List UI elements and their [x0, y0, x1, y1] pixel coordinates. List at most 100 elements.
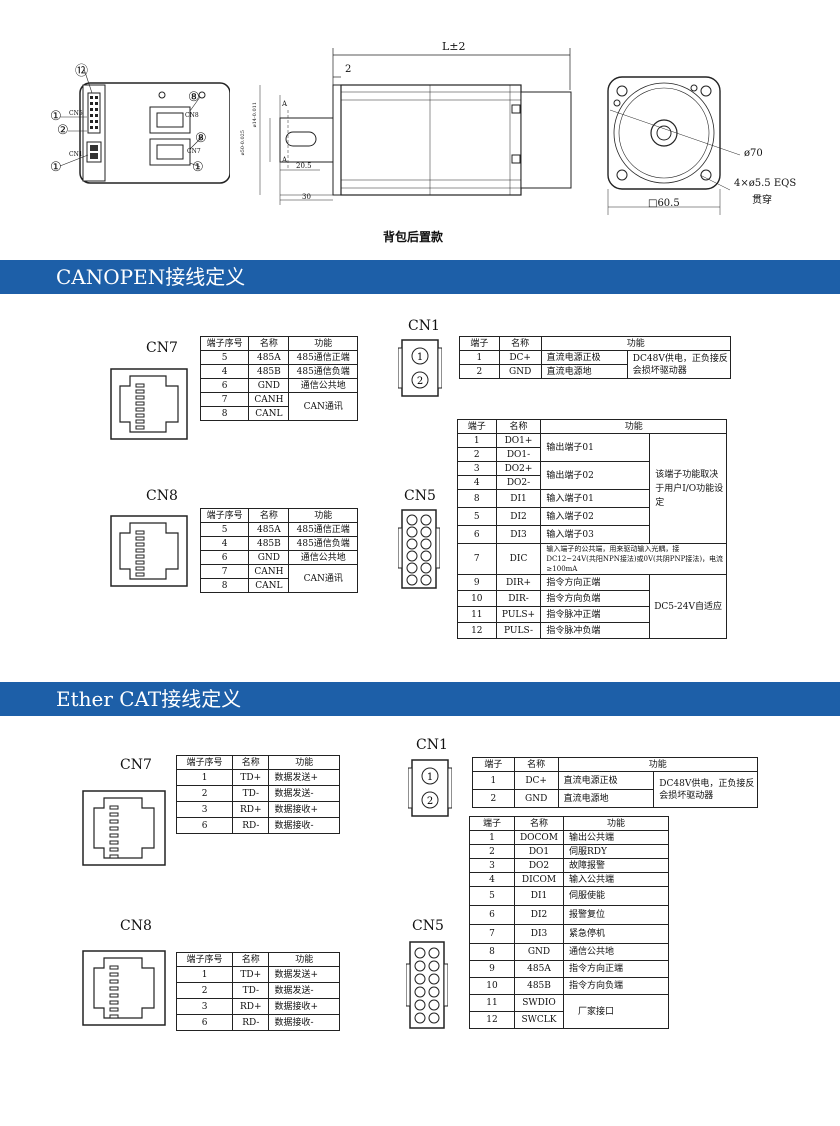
cell: 11 [457, 606, 497, 623]
cell: 485A [514, 960, 564, 978]
callout-8-a: ⑧ [188, 90, 200, 105]
cell: 通信公共地 [288, 550, 358, 565]
dim-A-bottom: A [282, 156, 288, 164]
cell: 4 [457, 475, 497, 490]
cell: 485B [248, 536, 290, 551]
power-connector-icon: 1 2 [408, 759, 452, 817]
cell: 紧急停机 [563, 924, 669, 944]
cell: 485通信负端 [288, 364, 358, 379]
cell: 1 [457, 433, 497, 448]
cell: 指令方向正端 [563, 960, 669, 978]
cell: 该端子功能取决于用户I/O功能设定 [649, 433, 727, 544]
cell: 输入端子01 [540, 489, 651, 508]
cn7-label-canopen: CN7 [146, 340, 178, 356]
svg-text:2: 2 [427, 796, 433, 807]
cell: DC+ [498, 350, 542, 365]
cell: 2 [472, 789, 515, 808]
label-cn5: CN5 [69, 110, 83, 117]
cell: SWCLK [514, 1011, 564, 1029]
cell: 8 [199, 578, 250, 593]
table-header: 端子序号 [199, 508, 250, 523]
table-header: 功能 [557, 757, 759, 772]
dim-through: 贯穿 [752, 195, 772, 206]
cell: 输出公共端 [563, 830, 669, 845]
cell: DO2 [514, 858, 564, 873]
cn1-label-ethercat: CN1 [416, 737, 448, 753]
cell: 伺服RDY [563, 844, 669, 859]
cell: DO2+ [495, 461, 542, 476]
cell: DI1 [514, 886, 564, 906]
io-connector-icon [398, 509, 440, 589]
cell: 指令方向负端 [563, 977, 669, 995]
cell: 5 [469, 886, 515, 906]
cell: 通信公共地 [288, 378, 358, 393]
cell: 9 [469, 960, 515, 978]
cell: CANL [248, 406, 290, 421]
cell: 输入公共端 [563, 872, 669, 887]
cell: 直流电源地 [540, 364, 628, 379]
cell: 8 [457, 489, 497, 508]
rj45-port-icon [110, 515, 188, 587]
cell: 1 [175, 769, 234, 786]
cell: 485B [514, 977, 564, 995]
table-header: 功能 [563, 816, 669, 831]
cell: 数据接收+ [268, 998, 340, 1015]
cell: 6 [199, 378, 250, 393]
cn5-label-canopen: CN5 [404, 488, 436, 504]
cell: 数据发送+ [268, 966, 340, 983]
cell: 12 [457, 622, 497, 639]
table-header: 端子 [457, 419, 497, 434]
cell: DO2- [495, 475, 542, 490]
dim-20-5: 20.5 [296, 162, 312, 170]
section-title-ethercat: Ether CAT接线定义 [0, 682, 840, 716]
table-header: 端子 [459, 336, 500, 351]
cell: PULS- [495, 622, 542, 639]
cell: 485B [248, 364, 290, 379]
cell: RD- [232, 817, 270, 834]
cell: DO1+ [495, 433, 542, 448]
rj45-port-icon [82, 950, 166, 1026]
cell: 指令方向负端 [540, 590, 651, 607]
cell: GND [498, 364, 542, 379]
cell: 1 [175, 966, 234, 983]
driver-rear-view-drawing [59, 68, 230, 184]
callout-2: ② [57, 123, 69, 138]
table-header: 名称 [495, 419, 542, 434]
table-header: 名称 [232, 952, 270, 967]
dim-square: □60.5 [648, 198, 680, 209]
cell: 数据接收+ [268, 801, 340, 818]
table-header: 名称 [248, 508, 290, 523]
callout-1-a: ① [50, 109, 62, 124]
cell: 11 [469, 994, 515, 1012]
cell: 5 [199, 350, 250, 365]
cell: DC48V供电，正负接反会损坏驱动器 [653, 771, 758, 808]
cell: 指令方向正端 [540, 574, 651, 591]
table-header: 端子序号 [175, 755, 234, 770]
cell: GND [514, 943, 564, 961]
cell: CANH [248, 564, 290, 579]
cell: GND [248, 378, 290, 393]
dim-30: 30 [302, 193, 311, 201]
cell: DIR- [495, 590, 542, 607]
cell: 输入端子02 [540, 507, 651, 526]
